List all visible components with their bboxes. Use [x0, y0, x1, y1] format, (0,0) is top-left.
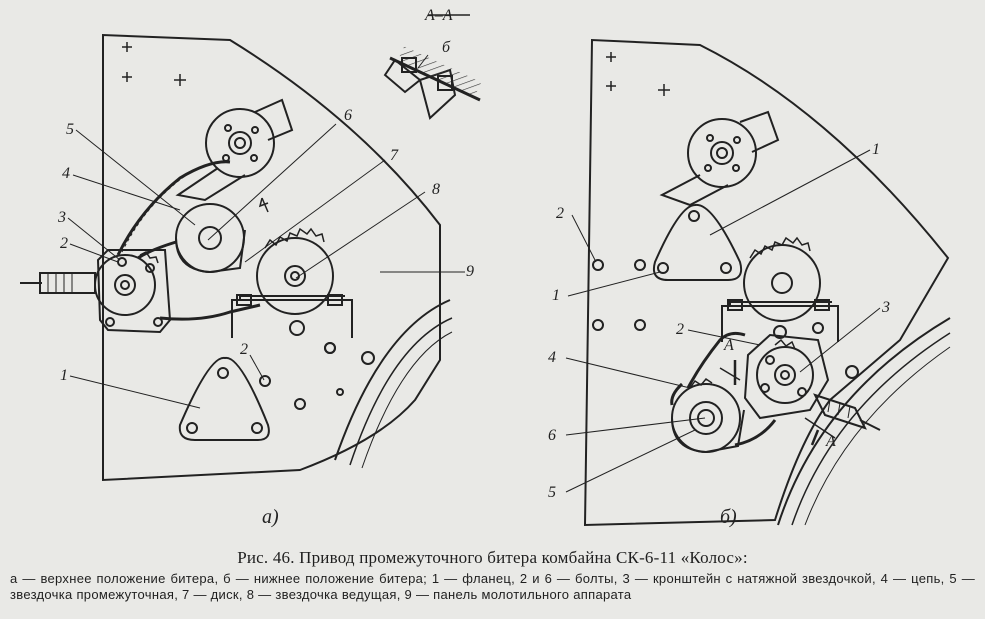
figure-caption-title: Рис. 46. Привод промежуточного битера ко…	[237, 548, 748, 567]
label-a-1: 1	[60, 367, 68, 384]
intermediate-sprocket-b	[671, 378, 745, 454]
bracket-b	[721, 299, 839, 342]
tensioner-bracket-a	[94, 249, 172, 334]
label-a-5: 5	[66, 121, 74, 138]
chain-a	[116, 160, 261, 321]
label-a-9: 9	[466, 263, 474, 280]
panel-a-outline	[102, 33, 441, 482]
label-a-4: 4	[62, 165, 70, 182]
label-a-3: 3	[57, 209, 66, 226]
section-arrows-b	[719, 360, 836, 446]
panel-a	[20, 14, 482, 482]
label-b-5: 5	[548, 484, 556, 501]
bolts-a	[259, 342, 336, 410]
label-b-3: 3	[881, 299, 890, 316]
label-a-7: 7	[390, 147, 399, 164]
figure-caption-legend: а — верхнее положение битера, б — нижнее…	[10, 571, 975, 602]
label-a-8: 8	[432, 181, 440, 198]
upper-shaft-housing-a	[175, 98, 294, 202]
plus-marks-b	[606, 52, 670, 96]
drum-arc-a	[334, 299, 453, 469]
label-b-4: 4	[548, 349, 556, 366]
label-b-1: 1	[872, 141, 880, 158]
drive-sprocket-b	[743, 236, 821, 322]
intermediate-sprocket-a	[175, 197, 269, 274]
leader-lines-a	[67, 54, 465, 409]
label-a-6b: б	[442, 39, 451, 56]
panel-b	[565, 38, 951, 527]
flange-b	[652, 203, 743, 281]
flange-a	[178, 356, 270, 441]
label-a-2: 2	[60, 235, 68, 252]
label-b-A2: A	[825, 433, 836, 450]
tensioner-bracket-b	[743, 333, 830, 420]
bolts-b	[592, 259, 646, 331]
label-a-6: 6	[344, 107, 352, 124]
drive-sprocket-a	[256, 227, 334, 315]
upper-shaft-housing-b	[659, 110, 780, 207]
section-aa-detail	[383, 14, 482, 120]
tensioner-rod-b	[813, 393, 881, 431]
label-a-2b: 2	[240, 341, 248, 358]
panel-b-outline	[583, 38, 950, 527]
label-b-2: 2	[556, 205, 564, 222]
section-label: A–A	[424, 7, 453, 24]
label-b-6: 6	[548, 427, 556, 444]
leader-lines-b	[565, 149, 881, 493]
technical-drawing: A–A б 5 4 3 2 6 7 8 9 2 1 а)	[20, 7, 951, 528]
label-b-A1: A	[723, 337, 734, 354]
tensioner-rod-a	[20, 272, 96, 294]
drum-arc-b	[777, 317, 951, 526]
label-b-1b: 1	[552, 287, 560, 304]
subfigure-label-b: б)	[720, 506, 737, 528]
plus-marks-a	[122, 42, 186, 86]
label-b-2b: 2	[676, 321, 684, 338]
subfigure-label-a: а)	[262, 506, 279, 528]
